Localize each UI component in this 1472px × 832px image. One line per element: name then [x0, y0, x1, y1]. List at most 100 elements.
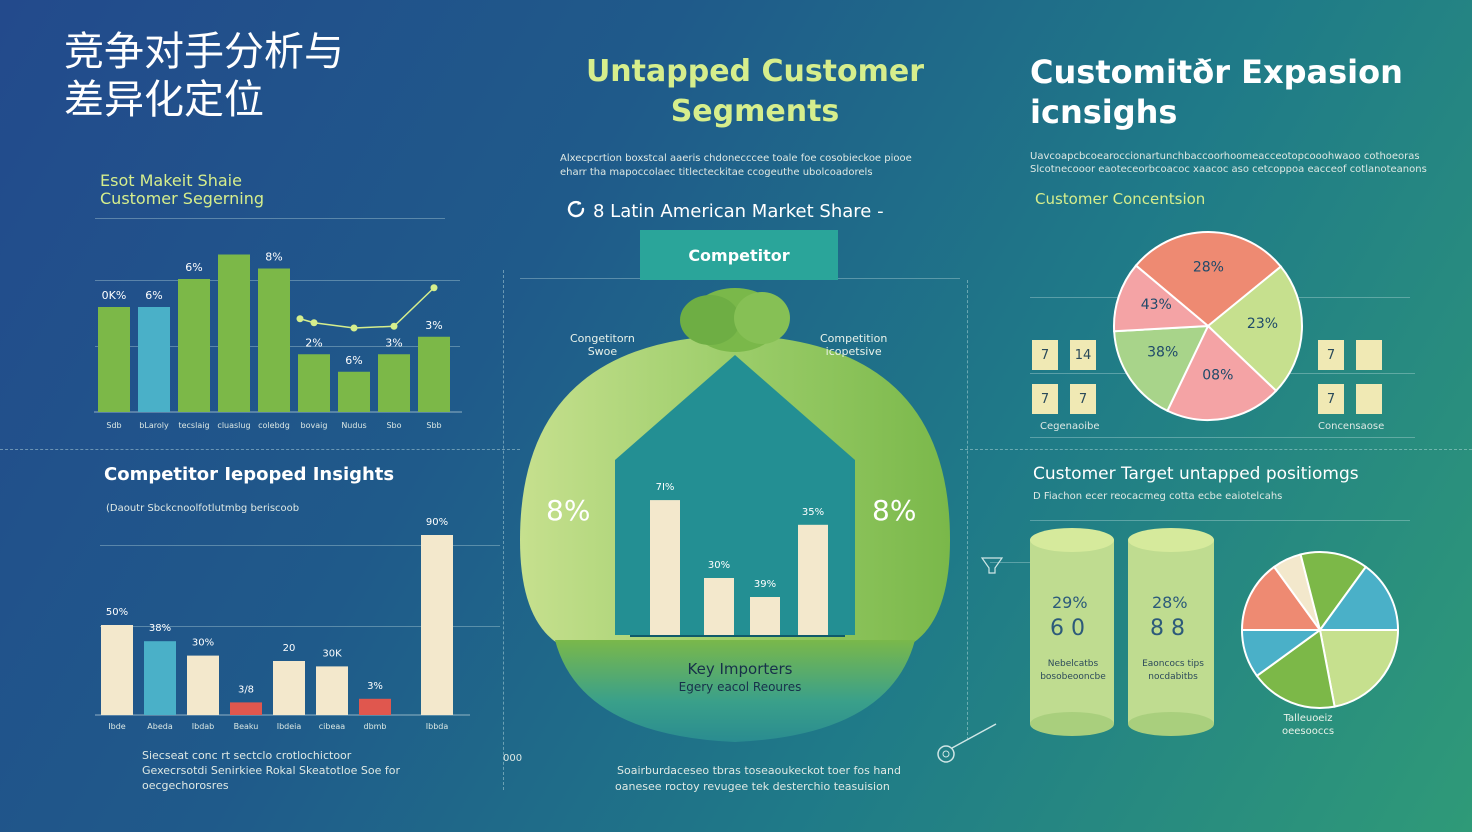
- tr-desc-1: Uavcoapcbcoearoccionartunchbaccoorhoomea…: [1030, 151, 1420, 162]
- category-label: colebdg: [258, 421, 290, 430]
- left-arch-caption: Congetitorn Swoe: [570, 332, 635, 358]
- tr-desc-2: Slcotnecooor eaoteceorbcoacoc xaacoc aso…: [1030, 164, 1427, 175]
- bar: [98, 307, 130, 412]
- bar-value-label: 3/8: [238, 684, 254, 695]
- customer-concentration-pie: 28%23%08%38%43%: [1113, 231, 1303, 421]
- br-pie-caption: Talleuoeiz oeesooccs: [1282, 713, 1335, 737]
- arch-illustration: 7I%30%39%35%: [520, 288, 950, 742]
- bar-value-label: 6%: [185, 261, 202, 274]
- cyl2-value: 8 8: [1150, 616, 1185, 641]
- trend-point: [350, 324, 358, 332]
- mid-footer-2: oanesee roctoy revugee tek desterchio te…: [615, 780, 890, 793]
- br-subtitle: D Fiachon ecer reocacmeg cotta ecbe eaio…: [1033, 491, 1283, 502]
- mid-desc-1: Alxecpcrtion boxstcal aaeris chdonecccee…: [560, 153, 912, 164]
- mid-bar-label: 35%: [802, 507, 824, 518]
- pie-slice: [1166, 324, 1278, 421]
- bar-value-label: 2%: [305, 336, 322, 349]
- market-title: 8 Latin American Market Share -: [565, 198, 884, 224]
- pie-slice: [1299, 551, 1368, 633]
- pie-slice-label: 28%: [1193, 259, 1224, 275]
- bar-value-label: 0K%: [102, 289, 127, 302]
- right-arch-caption: Competition icopetsive: [820, 332, 888, 358]
- cylinder-right: [1128, 528, 1214, 736]
- section-title-untapped: Untapped Customer Segments: [585, 54, 925, 129]
- cylinder-left: [1030, 528, 1114, 736]
- divider-vertical-right: [967, 280, 968, 740]
- tr-right-caption: Concensaose: [1318, 421, 1385, 432]
- bar-value-label: 3%: [367, 681, 383, 692]
- divider-vertical-left: [503, 270, 504, 790]
- pie-slice: [1206, 265, 1303, 393]
- bar-value-label: 6%: [145, 289, 162, 302]
- cyl1-value: 6 0: [1050, 616, 1085, 641]
- mid-footer-1: Soairburdaceseo tbras toseaoukeckot toer…: [617, 764, 901, 777]
- page-title: 竞争对手分析与 差异化定位: [64, 29, 344, 123]
- key-importers-sub: Egery eacol Reoures: [678, 680, 802, 694]
- pie-slice-label: 38%: [1147, 344, 1178, 360]
- number-box: [1356, 384, 1382, 414]
- competitor-label-box: Competitor: [640, 230, 838, 280]
- target-positions-pie: [1240, 551, 1400, 709]
- category-label: bLaroly: [139, 421, 169, 430]
- bar-value-label: 30K: [322, 648, 342, 659]
- cyl1-percent: 29%: [1052, 593, 1088, 612]
- side-label: 000: [503, 753, 523, 764]
- pie-slice: [1318, 565, 1400, 631]
- bar-value-label: 3%: [425, 319, 442, 332]
- bar-value-label: 8%: [265, 251, 282, 264]
- bar: [421, 535, 453, 715]
- cyl2-percent: 28%: [1152, 593, 1188, 612]
- tree-canopy: [680, 288, 790, 352]
- bar: [378, 354, 410, 412]
- category-label: cluaslug: [217, 421, 250, 430]
- category-label: cibeaa: [319, 722, 346, 731]
- number-box: 7: [1318, 384, 1344, 414]
- bl-footer: Siecseat conc rt sectclo crotlochictoor …: [142, 749, 401, 792]
- funnel-icon: [980, 557, 1004, 574]
- section-title-expansion: Customitðr Expasion icnsighs: [1030, 53, 1403, 131]
- divider-horizontal: [0, 449, 520, 450]
- pie-slice: [1318, 629, 1400, 708]
- tr-subhead: Customer Concentsion: [1035, 190, 1206, 208]
- category-label: bovaig: [301, 421, 328, 430]
- bar-value-label: 30%: [192, 638, 214, 649]
- br-gridline: [1030, 520, 1410, 521]
- bar-value-label: 6%: [345, 354, 362, 367]
- left-percent: 8%: [546, 494, 591, 527]
- bl-gridline: [100, 545, 500, 546]
- number-box: 14: [1070, 340, 1096, 370]
- pie-slice-label: 08%: [1202, 368, 1233, 384]
- tl-gridline: [95, 218, 445, 219]
- br-title: Customer Target untapped positiomgs: [1033, 464, 1359, 484]
- category-label: Nudus: [341, 421, 366, 430]
- number-box: 7: [1070, 384, 1096, 414]
- mid-bar-label: 30%: [708, 560, 730, 571]
- number-box: 7: [1318, 340, 1344, 370]
- category-label: Ibdeia: [277, 722, 302, 731]
- category-label: Abeda: [147, 722, 173, 731]
- key-importers-label: Key Importers: [687, 660, 793, 678]
- bar-value-label: 50%: [106, 607, 128, 618]
- mid-bar: [650, 500, 680, 635]
- market-title-text: 8 Latin American Market Share -: [593, 200, 884, 222]
- bl-subtitle: (Daoutr Sbckcnoolfotlutmbg beriscoob: [106, 503, 300, 514]
- magnifier-icon: [937, 723, 997, 763]
- category-label: Beaku: [234, 722, 259, 731]
- category-label: Ibde: [108, 722, 126, 731]
- tr-gridline: [1030, 437, 1415, 438]
- competitor-insights-bar-chart: 50%Ibde38%Abeda30%Ibdab3/8Beaku20Ibdeia3…: [95, 517, 470, 731]
- bar-value-label: 3%: [385, 336, 402, 349]
- refresh-icon: [565, 198, 587, 224]
- bl-title: Competitor Iepoped Insights: [104, 464, 395, 485]
- bar: [187, 655, 219, 715]
- bar: [138, 307, 170, 412]
- bar-value-label: 38%: [149, 623, 171, 634]
- cyl2-caption: Eaoncocs tips nocdabitbs: [1142, 659, 1204, 682]
- trend-line: [299, 287, 435, 329]
- bar-value-label: 20: [283, 643, 296, 654]
- number-box: 7: [1032, 340, 1058, 370]
- bar: [230, 702, 262, 715]
- tl-subhead: Esot Makeit Shaie Customer Segerning: [100, 171, 264, 208]
